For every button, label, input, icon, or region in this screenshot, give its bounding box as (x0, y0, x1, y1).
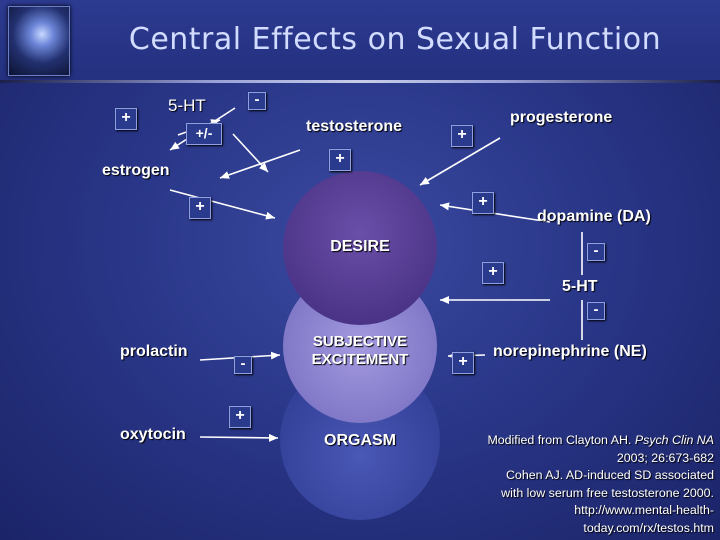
arrow-oxytocin-to-orgasm (199, 433, 279, 442)
sign-plus-far-left: + (115, 108, 137, 130)
excitement-label-line2: EXCITEMENT (311, 351, 409, 368)
sign-plus-ne: + (452, 352, 474, 374)
arrow-estrogen-to-desire (169, 189, 276, 220)
estrogen-label: estrogen (102, 162, 170, 179)
brain-logo-icon (8, 6, 70, 76)
citation: Modified from Clayton AH. Psych Clin NA … (424, 432, 714, 537)
title-band (0, 0, 720, 82)
sign-minus-prolactin: - (234, 356, 252, 374)
sign-minus-5ht: - (587, 302, 605, 320)
orgasm-label: ORGASM (324, 432, 396, 449)
sign-plus-testosterone: + (329, 149, 351, 171)
sign-plus-progesterone: + (451, 125, 473, 147)
arrow-progesterone-to-desire (419, 137, 501, 186)
sign-plusminus: +/- (186, 123, 222, 145)
sign-plus-desire-right: + (472, 192, 494, 214)
citation-journal: Psych Clin NA (634, 433, 714, 447)
desire-circle (283, 171, 437, 325)
sign-minus-top: - (248, 92, 266, 110)
sign-minus-dopamine: - (587, 243, 605, 261)
excitement-label: SUBJECTIVE EXCITEMENT (290, 333, 430, 369)
citation-line1: Modified from Clayton AH. Psych Clin NA (424, 432, 714, 450)
citation-line4: with low serum free testosterone 2000. (501, 485, 714, 500)
sign-plus-excitement-right: + (482, 262, 504, 284)
prolactin-label: prolactin (120, 343, 188, 360)
dopamine-label: dopamine (DA) (537, 208, 651, 225)
citation-line6: today.com/rx/testos.htm (583, 520, 714, 535)
desire-label: DESIRE (330, 238, 390, 255)
title-rule (0, 80, 720, 83)
progesterone-label: progesterone (510, 109, 613, 126)
citation-line2: 2003; 26:673-682 (616, 450, 714, 465)
5ht-top-label: 5-HT (168, 96, 206, 115)
5ht-right-label: 5-HT (562, 278, 598, 295)
citation-line1-prefix: Modified from Clayton AH. (487, 433, 635, 447)
norepinephrine-label: norepinephrine (NE) (493, 343, 647, 360)
arrow-dopamine-to-desire (439, 202, 551, 223)
oxytocin-label: oxytocin (120, 426, 186, 443)
testosterone-label: testosterone (306, 118, 403, 135)
sign-plus-estrogen: + (189, 197, 211, 219)
citation-line5: http://www.mental-health- (574, 503, 714, 517)
excitement-label-line1: SUBJECTIVE (312, 333, 408, 350)
page-title: Central Effects on Sexual Function (128, 22, 662, 57)
citation-line3: Cohen AJ. AD-induced SD associated (505, 468, 714, 482)
arrow-to-testosterone-plus (232, 133, 269, 173)
sign-plus-oxytocin: + (229, 406, 251, 428)
